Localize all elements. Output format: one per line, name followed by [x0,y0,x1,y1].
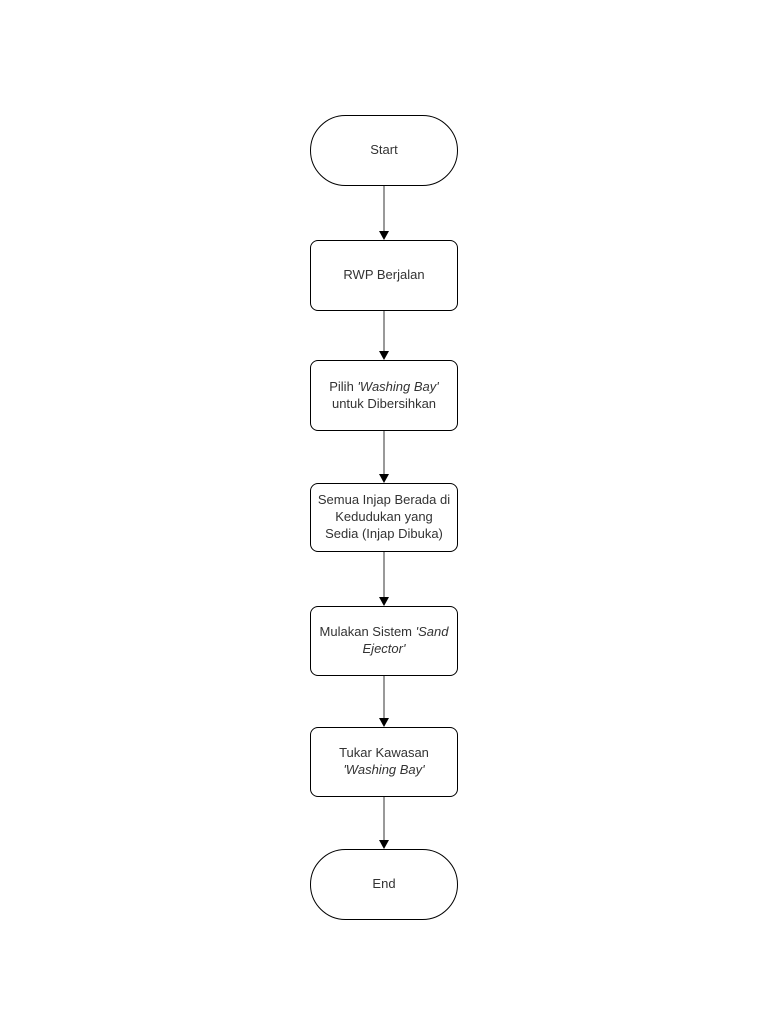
connector-mulakan-to-tukar [379,676,389,727]
mulakan-text-italic: 'Sand Ejector' [362,624,449,656]
semua-text-line3: Sedia (Injap Dibuka) [325,525,443,541]
node-tukar-kawasan: Tukar Kawasan 'Washing Bay' [310,727,458,797]
semua-text-line2: Kedudukan yang [335,509,433,525]
arrowhead-icon [379,718,389,727]
node-rwp-label: RWP Berjalan [343,267,425,283]
node-end-label: End [372,876,396,892]
pilih-text-line2: untuk Dibersihkan [331,395,437,411]
node-tukar-label: Tukar Kawasan 'Washing Bay' [315,745,453,779]
connector-tukar-to-end [379,797,389,849]
pilih-text-regular: Pilih [329,378,358,394]
connector-pilih-to-semua [379,431,389,483]
connector-rwp-to-pilih [379,311,389,360]
node-mulakan-sand-ejector: Mulakan Sistem 'Sand Ejector' [310,606,458,676]
pilih-text-italic: 'Washing Bay' [357,378,439,394]
node-rwp-berjalan: RWP Berjalan [310,240,458,311]
arrowhead-icon [379,351,389,360]
arrowhead-icon [379,231,389,240]
node-semua-injap: Semua Injap Berada di Kedudukan yang Sed… [310,483,458,552]
tukar-text-line1: Tukar Kawasan [339,745,429,761]
arrowhead-icon [379,840,389,849]
connector-semua-to-mulakan [379,552,389,606]
mulakan-text-regular: Mulakan Sistem [319,624,416,640]
connector-start-to-rwp [379,186,389,240]
node-pilih-label: Pilih 'Washing Bay' untuk Dibersihkan [315,379,453,413]
node-mulakan-label: Mulakan Sistem 'Sand Ejector' [315,624,453,658]
node-start: Start [310,115,458,186]
tukar-text-line2: 'Washing Bay' [343,762,425,777]
node-start-label: Start [370,142,398,158]
node-pilih-washing-bay: Pilih 'Washing Bay' untuk Dibersihkan [310,360,458,431]
node-end: End [310,849,458,920]
arrowhead-icon [379,597,389,606]
semua-text-line1: Semua Injap Berada di [317,492,451,508]
node-semua-label: Semua Injap Berada di Kedudukan yang Sed… [315,492,453,543]
arrowhead-icon [379,474,389,483]
